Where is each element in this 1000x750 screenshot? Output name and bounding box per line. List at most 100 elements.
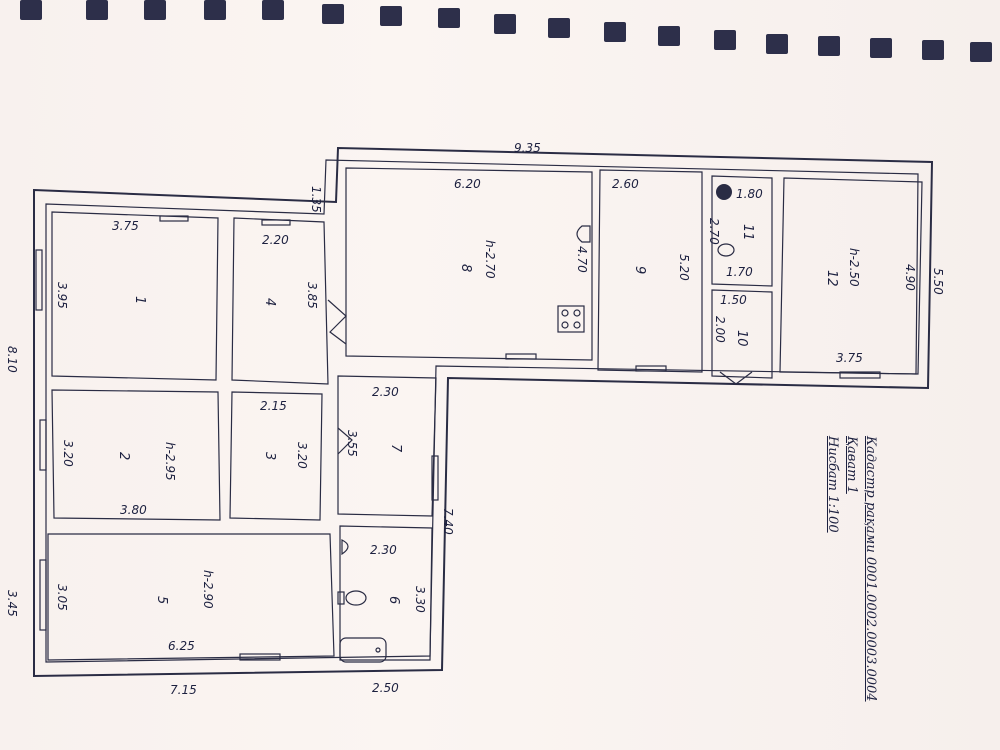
room-7-height: 3.55: [345, 430, 359, 457]
room-2-ceiling: h-2.95: [163, 442, 177, 481]
room-12-outline: [779, 177, 923, 375]
binding-ring: [380, 6, 402, 26]
spiral-binding: [0, 0, 1000, 62]
door-icon: [337, 427, 353, 455]
binding-ring: [548, 18, 570, 38]
room-6-outline: [339, 525, 433, 661]
binding-ring: [714, 30, 736, 50]
room-8-width: 6.20: [454, 177, 481, 191]
room-1-height: 3.95: [55, 282, 69, 309]
meter-icon: [716, 184, 732, 200]
room-12-width: 3.75: [836, 351, 863, 365]
room-11-height: 2.70: [707, 218, 721, 245]
exterior-wall-inner: [45, 159, 919, 663]
dim-overall-left: 8.10: [5, 346, 19, 373]
room-9-outline: [597, 169, 703, 373]
room-10-width-1: 1.70: [726, 265, 753, 279]
room-12-height: 4.90: [903, 264, 917, 291]
room-5-ceiling: h-2.90: [201, 570, 215, 609]
window-icon: [839, 371, 881, 379]
window-icon: [35, 249, 43, 311]
room-3-number: 3: [262, 452, 277, 460]
binding-ring: [262, 0, 284, 20]
room-12-ceiling: h-2.50: [847, 248, 861, 287]
window-icon: [635, 365, 667, 372]
room-4-width: 2.20: [262, 233, 289, 247]
room-7-outline: [337, 375, 437, 517]
room-5-number: 5: [154, 596, 169, 604]
room-8-outline: [345, 167, 593, 361]
binding-ring: [438, 8, 460, 28]
exterior-wall: [33, 146, 934, 678]
room-2-width: 3.80: [120, 503, 147, 517]
room-11-number: 11: [740, 224, 755, 241]
room-1-number: 1: [132, 296, 147, 304]
window-icon: [159, 215, 189, 222]
room-3-outline: [229, 391, 323, 521]
room-7-number: 7: [388, 444, 403, 453]
room-5-width: 6.25: [168, 639, 195, 653]
dim-offset-top: 1.35: [309, 186, 323, 213]
window-icon: [505, 353, 537, 360]
room-10-number: 10: [734, 330, 749, 347]
room-12-number: 12: [824, 270, 839, 287]
window-icon: [39, 419, 47, 471]
room-9-height: 5.20: [677, 254, 691, 281]
binding-ring: [922, 40, 944, 60]
dim-overall-right: 5.50: [931, 268, 945, 295]
room-5-outline: [47, 533, 335, 661]
floor-label: Қават 1: [844, 436, 859, 494]
sink-icon: [576, 225, 591, 243]
room-6-height: 3.30: [413, 586, 427, 613]
binding-ring: [604, 22, 626, 42]
room-10-width-2: 1.50: [720, 293, 747, 307]
room-8-number: 8: [458, 264, 473, 272]
binding-ring: [144, 0, 166, 20]
toilet-icon: [337, 590, 367, 606]
bathtub-icon: [339, 637, 387, 663]
door-icon: [719, 371, 753, 385]
room-9-width: 2.60: [612, 177, 639, 191]
binding-ring: [766, 34, 788, 54]
room-2-outline: [51, 389, 221, 521]
dim-left-lower: 3.45: [5, 590, 19, 617]
dim-overall-bottom-right: 2.50: [372, 681, 399, 695]
window-icon: [431, 455, 439, 501]
room-9-number: 9: [632, 266, 647, 274]
room-4-height: 3.85: [305, 282, 319, 309]
dim-overall-top: 9.35: [514, 141, 541, 155]
room-1-width: 3.75: [112, 219, 139, 233]
room-11-width: 1.80: [736, 187, 763, 201]
toilet-icon: [717, 243, 735, 257]
binding-ring: [204, 0, 226, 20]
room-3-height: 3.20: [295, 442, 309, 469]
room-2-number: 2: [116, 452, 131, 460]
binding-ring: [970, 42, 992, 62]
plan-caption: Кадастр рақами 0001.0002.0003.0004 Қават…: [823, 436, 880, 736]
room-6-width: 2.30: [370, 543, 397, 557]
scale-label: Нисбат 1:100: [825, 436, 840, 533]
binding-ring: [322, 4, 344, 24]
room-11-outline: [711, 175, 773, 287]
room-4-number: 4: [262, 298, 277, 306]
binding-ring: [870, 38, 892, 58]
binding-ring: [818, 36, 840, 56]
sink-icon: [341, 539, 349, 556]
room-4-outline: [231, 217, 329, 385]
room-8-ceiling: h-2.70: [483, 240, 497, 279]
binding-ring: [494, 14, 516, 34]
room-7-length: 7.40: [441, 508, 455, 535]
room-7-width: 2.30: [372, 385, 399, 399]
window-icon: [261, 219, 291, 226]
binding-ring: [20, 0, 42, 20]
room-2-height: 3.20: [61, 440, 75, 467]
window-icon: [39, 559, 47, 631]
room-3-width: 2.15: [260, 399, 287, 413]
binding-ring: [658, 26, 680, 46]
room-10-outline: [711, 289, 773, 379]
room-10-height: 2.00: [713, 316, 727, 343]
binding-ring: [86, 0, 108, 20]
window-icon: [239, 653, 281, 661]
